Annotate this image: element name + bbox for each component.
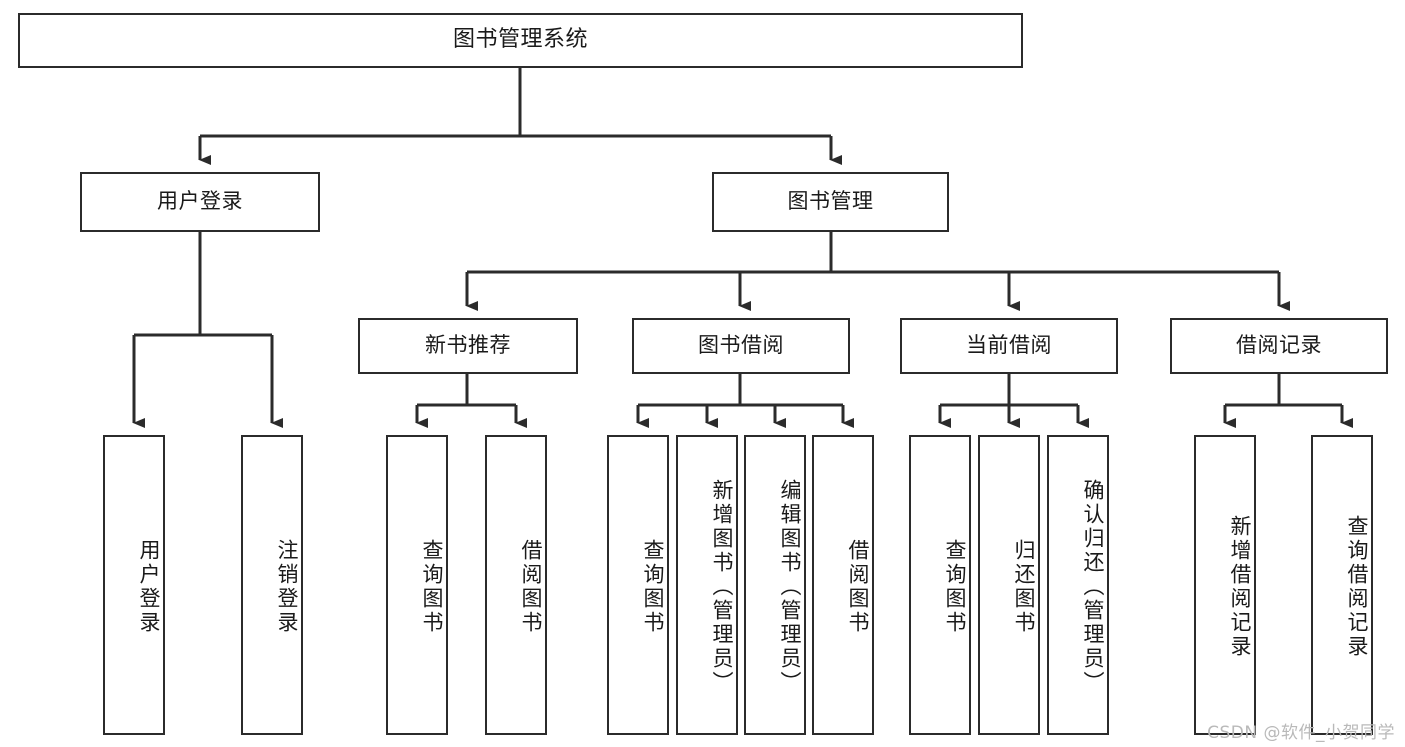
node-book-management[interactable]: 图书管理 xyxy=(712,172,949,232)
node-root-system[interactable]: 图书管理系统 xyxy=(18,13,1023,68)
node-label: 借阅图书 xyxy=(846,539,870,635)
node-label: 注销登录 xyxy=(275,539,299,635)
node-label: 图书借阅 xyxy=(698,333,784,358)
node-label: 查询借阅记录 xyxy=(1345,515,1369,659)
node-label: 新书推荐 xyxy=(425,333,511,358)
node-label: 用户登录 xyxy=(157,189,243,214)
leaf-logout[interactable]: 注销登录 xyxy=(241,435,303,735)
node-label: 新增借阅记录 xyxy=(1228,515,1252,659)
node-book-borrow[interactable]: 图书借阅 xyxy=(632,318,850,374)
node-label: 新增图书（管理员） xyxy=(710,479,734,695)
watermark: CSDN @软件_小贺同学 xyxy=(1207,723,1395,743)
node-label: 查询图书 xyxy=(641,539,665,635)
node-borrow-record[interactable]: 借阅记录 xyxy=(1170,318,1388,374)
leaf-confirm-return-admin[interactable]: 确认归还（管理员） xyxy=(1047,435,1109,735)
leaf-user-login[interactable]: 用户登录 xyxy=(103,435,165,735)
node-label: 查询图书 xyxy=(420,539,444,635)
node-label: 图书管理系统 xyxy=(452,27,588,53)
leaf-borrow-book[interactable]: 借阅图书 xyxy=(812,435,874,735)
node-current-borrow[interactable]: 当前借阅 xyxy=(900,318,1118,374)
node-label: 查询图书 xyxy=(943,539,967,635)
leaf-add-borrow-record[interactable]: 新增借阅记录 xyxy=(1194,435,1256,735)
node-label: 用户登录 xyxy=(137,539,161,635)
node-label: 借阅记录 xyxy=(1236,333,1322,358)
leaf-borrow-book-recommend[interactable]: 借阅图书 xyxy=(485,435,547,735)
node-label: 确认归还（管理员） xyxy=(1081,479,1105,695)
node-label: 图书管理 xyxy=(787,189,874,214)
node-new-book-recommend[interactable]: 新书推荐 xyxy=(358,318,578,374)
node-label: 编辑图书（管理员） xyxy=(778,479,802,695)
leaf-query-borrow-record[interactable]: 查询借阅记录 xyxy=(1311,435,1373,735)
leaf-query-book[interactable]: 查询图书 xyxy=(607,435,669,735)
leaf-add-book-admin[interactable]: 新增图书（管理员） xyxy=(676,435,738,735)
node-label: 归还图书 xyxy=(1012,539,1036,635)
leaf-edit-book-admin[interactable]: 编辑图书（管理员） xyxy=(744,435,806,735)
leaf-query-book-current[interactable]: 查询图书 xyxy=(909,435,971,735)
node-label: 当前借阅 xyxy=(966,333,1052,358)
leaf-query-book-recommend[interactable]: 查询图书 xyxy=(386,435,448,735)
leaf-return-book[interactable]: 归还图书 xyxy=(978,435,1040,735)
node-label: 借阅图书 xyxy=(519,539,543,635)
node-user-login[interactable]: 用户登录 xyxy=(80,172,320,232)
